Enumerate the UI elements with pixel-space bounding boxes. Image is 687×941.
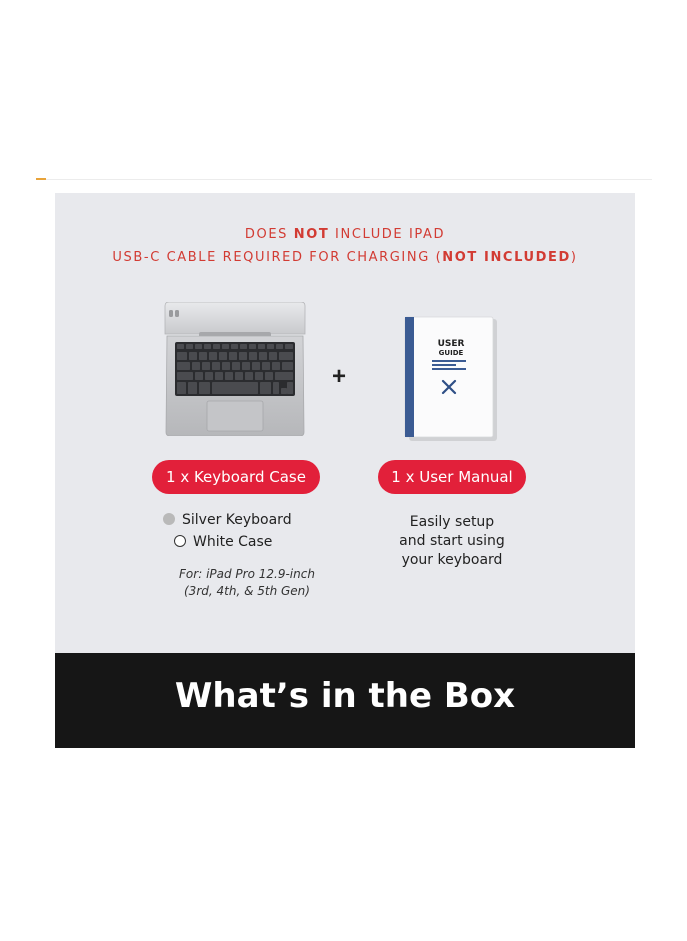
top-divider-accent	[36, 178, 46, 180]
banner: What’s in the Box	[55, 653, 635, 748]
notice-ipad: DOES NOT INCLUDE IPAD	[244, 227, 446, 242]
keyboard-case-image	[164, 302, 306, 436]
box-contents-panel: DOES NOT INCLUDE IPAD USB-C CABLE REQUIR…	[55, 193, 635, 653]
user-manual-badge: 1 x User Manual	[378, 460, 526, 494]
manual-cover-line1: USER	[438, 339, 465, 349]
silver-swatch-icon	[163, 513, 175, 525]
notice-cable: USB-C CABLE REQUIRED FOR CHARGING (NOT I…	[112, 250, 578, 265]
top-divider	[36, 179, 652, 180]
keyboard-case-badge: 1 x Keyboard Case	[152, 460, 320, 494]
banner-title: What’s in the Box	[174, 676, 516, 716]
manual-description: Easily setup and start using your keyboa…	[399, 514, 505, 568]
compatibility-note: For: iPad Pro 12.9-inch (3rd, 4th, & 5th…	[179, 567, 315, 598]
color-option-silver[interactable]: Silver Keyboard	[163, 512, 292, 528]
white-swatch-icon	[174, 535, 186, 547]
user-manual-image: USER GUIDE	[404, 316, 497, 441]
color-option-white[interactable]: White Case	[174, 534, 272, 550]
tools-icon	[441, 379, 457, 395]
plus-sign: +	[332, 363, 347, 390]
manual-cover-line2: GUIDE	[439, 349, 464, 357]
